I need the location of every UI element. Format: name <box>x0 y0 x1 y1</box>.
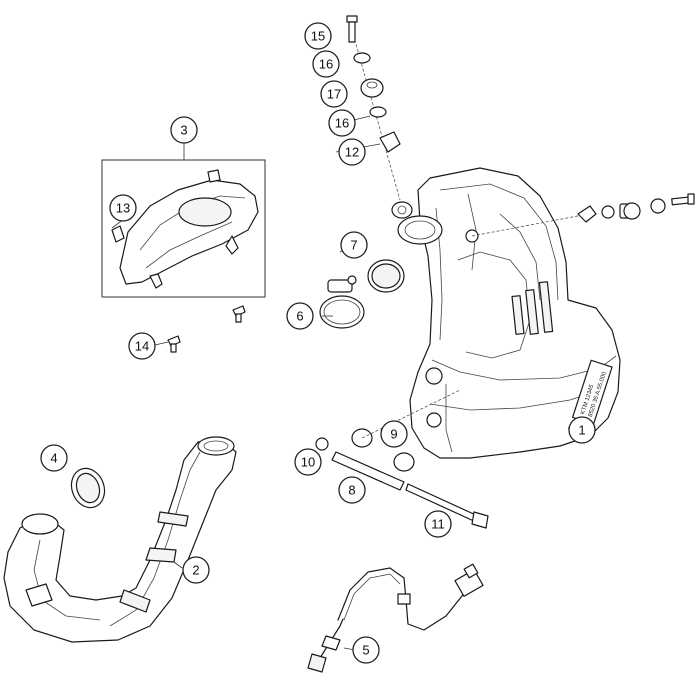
stack-hardware <box>346 15 401 153</box>
gasket-7[interactable] <box>367 259 405 293</box>
heat-shield-frame <box>101 159 266 298</box>
callout-5: 5 <box>352 636 380 664</box>
heat-shield-clip[interactable] <box>207 169 221 183</box>
callout-13: 13 <box>109 194 137 222</box>
callout-14-label: 14 <box>135 339 149 354</box>
callout-5-label: 5 <box>362 643 369 658</box>
callout-15-label: 15 <box>311 29 325 44</box>
callout-4: 4 <box>40 444 68 472</box>
callout-17: 17 <box>320 80 348 108</box>
heat-shield-clip-13[interactable] <box>111 225 125 243</box>
gasket-4[interactable] <box>66 464 110 513</box>
callout-2: 2 <box>182 556 210 584</box>
callout-2-label: 2 <box>192 563 199 578</box>
callout-12-label: 12 <box>345 145 359 160</box>
washer-16-top[interactable] <box>353 52 371 64</box>
clamp-6[interactable] <box>319 275 365 329</box>
callout-7: 7 <box>340 231 368 259</box>
callout-15: 15 <box>304 22 332 50</box>
callout-17-label: 17 <box>327 87 341 102</box>
washer-10[interactable] <box>315 437 329 451</box>
callout-9-label: 9 <box>390 427 397 442</box>
callout-11: 11 <box>424 510 452 538</box>
clip-12[interactable] <box>379 131 401 153</box>
callout-16-top-label: 16 <box>319 57 333 72</box>
callout-9: 9 <box>380 420 408 448</box>
sleeve-8[interactable] <box>331 451 405 491</box>
callout-11-label: 11 <box>431 517 445 532</box>
callout-6-label: 6 <box>296 309 303 324</box>
heat-shield[interactable] <box>119 179 259 285</box>
rubber-9-b[interactable] <box>393 452 415 472</box>
heat-shield-group <box>101 143 266 298</box>
mount-hardware-bottom <box>315 389 489 529</box>
washer-16-bottom[interactable] <box>369 106 387 118</box>
callout-8: 8 <box>338 476 366 504</box>
mounting-hardware-right <box>577 193 695 223</box>
callout-4-label: 4 <box>50 451 57 466</box>
callout-7-label: 7 <box>350 238 357 253</box>
callout-12: 12 <box>338 138 366 166</box>
bolt-15[interactable] <box>346 15 358 23</box>
callout-16-bottom-label: 16 <box>335 116 349 131</box>
muffler-inlet[interactable] <box>397 215 443 245</box>
lambda-sensor[interactable] <box>307 563 484 673</box>
callout-6: 6 <box>286 302 314 330</box>
heat-shield-cutout <box>178 197 232 227</box>
callout-3: 3 <box>170 116 198 144</box>
screw-14-group <box>154 305 246 353</box>
callout-1: 1 <box>568 416 596 444</box>
callout-14: 14 <box>128 332 156 360</box>
callout-3-label: 3 <box>180 123 187 138</box>
callout-16-bottom: 16 <box>328 109 356 137</box>
callout-16-top: 16 <box>312 50 340 78</box>
callout-1-label: 1 <box>578 423 585 438</box>
callout-10-label: 10 <box>301 455 315 470</box>
callout-8-label: 8 <box>348 483 355 498</box>
callout-13-label: 13 <box>116 201 130 216</box>
header-pipe[interactable] <box>3 436 237 643</box>
callout-10: 10 <box>294 448 322 476</box>
